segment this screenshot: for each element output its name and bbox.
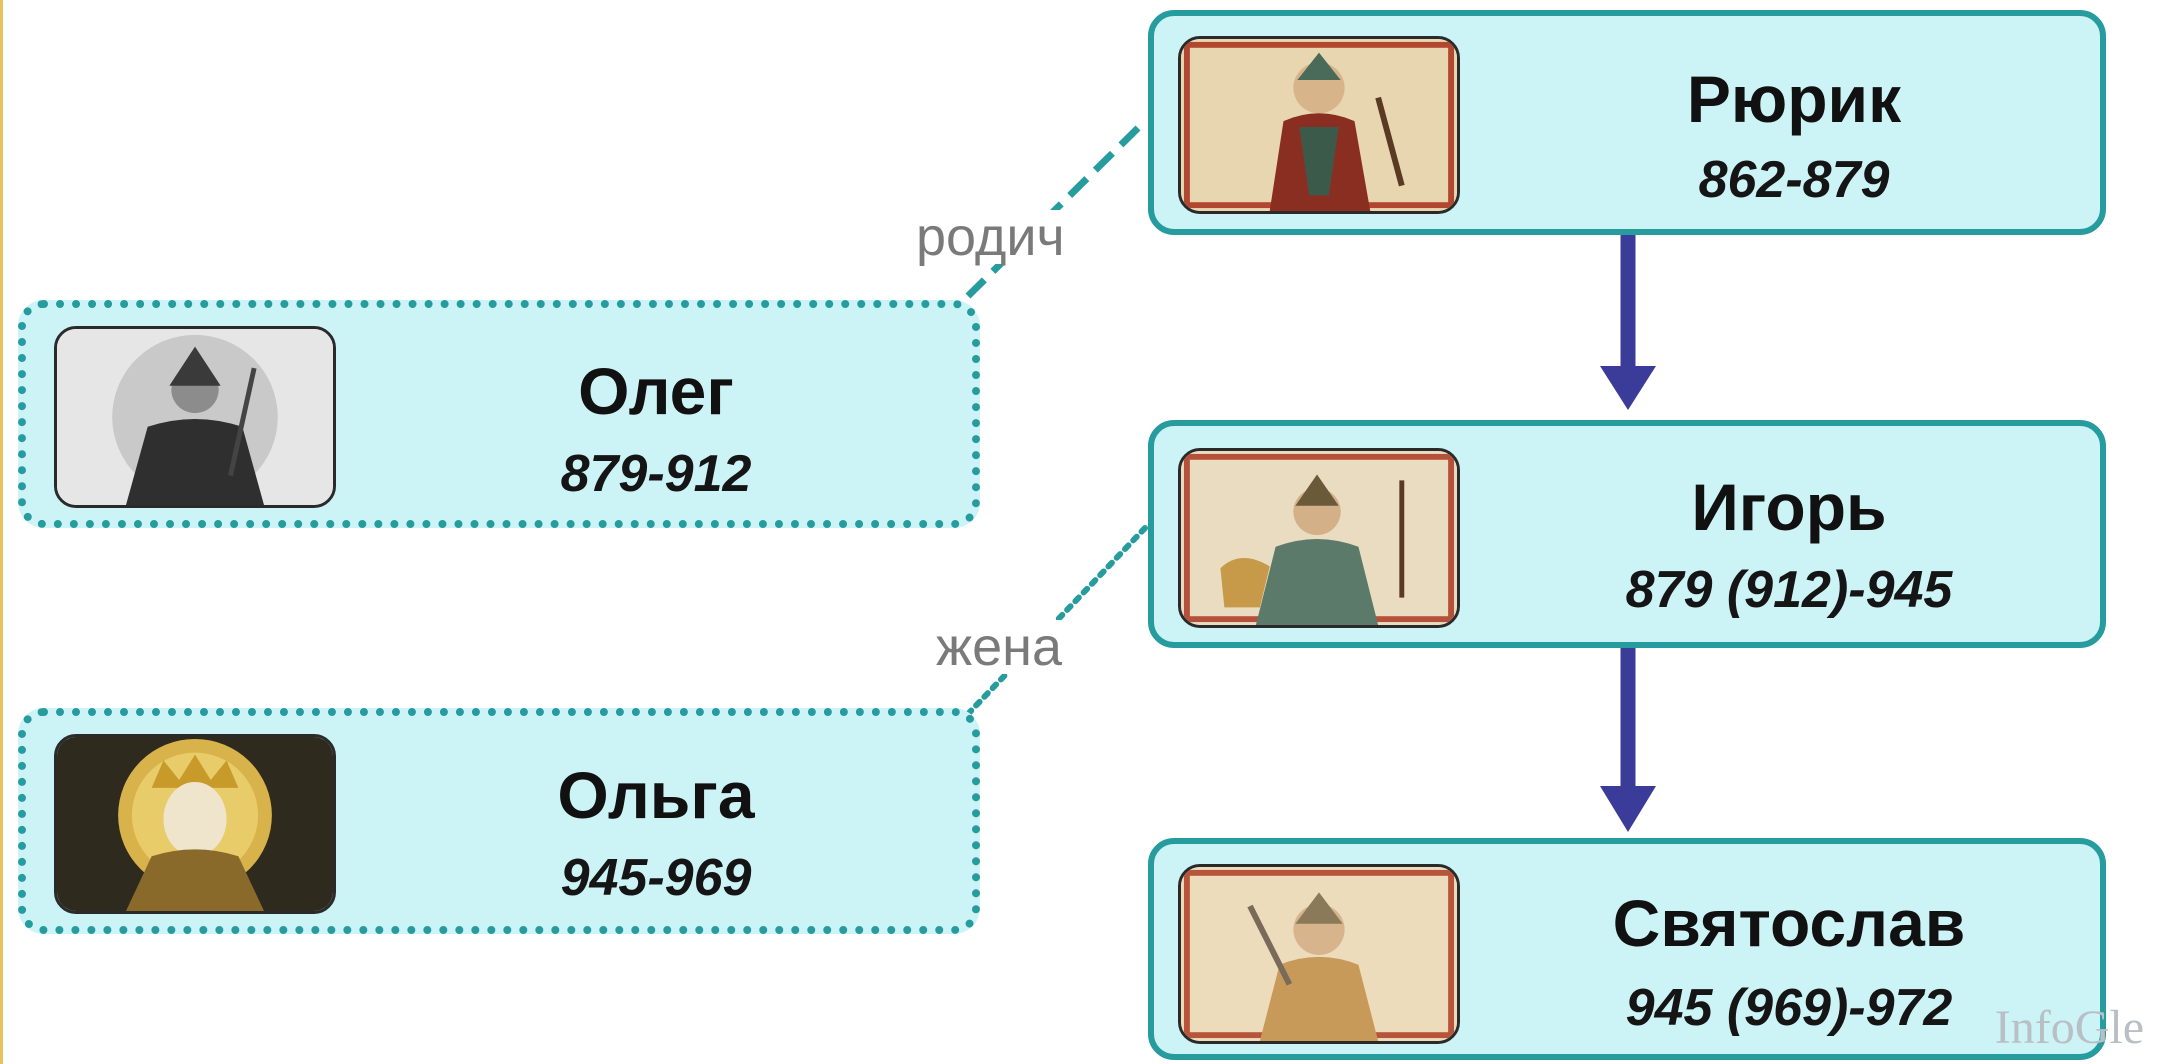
igor-portrait (1178, 448, 1460, 628)
ruler-card-oleg: Олег 879-912 (18, 300, 980, 528)
igor-name: Игорь (1691, 470, 1887, 544)
olga-igor-link (965, 525, 1148, 717)
oleg-years: 879-912 (560, 445, 752, 503)
oleg-name: Олег (578, 354, 734, 428)
rurik-igor-arrow (1600, 235, 1656, 410)
relation-label-rodich: родич (912, 210, 1069, 264)
svyatoslav-portrait (1178, 864, 1460, 1044)
ruler-card-igor: Игорь 879 (912)-945 (1148, 420, 2106, 648)
igor-svyatoslav-arrow (1600, 648, 1656, 832)
oleg-portrait (54, 326, 336, 508)
olga-years: 945-969 (560, 849, 752, 907)
svyatoslav-name: Святослав (1612, 886, 1966, 960)
relation-label-zhena: жена (932, 620, 1067, 674)
olga-name: Ольга (557, 758, 755, 832)
ruler-card-olga: Ольга 945-969 (18, 708, 980, 934)
ruler-card-svyatoslav: Святослав 945 (969)-972 (1148, 838, 2106, 1060)
rurik-name: Рюрик (1686, 62, 1902, 136)
left-edge-strip (0, 0, 3, 1064)
olga-portrait (54, 734, 336, 914)
rurik-portrait (1178, 36, 1460, 214)
ruler-card-rurik: Рюрик 862-879 (1148, 10, 2106, 235)
watermark-logo: InfoGle (1994, 1001, 2144, 1054)
rurik-years: 862-879 (1698, 151, 1890, 209)
igor-years: 879 (912)-945 (1625, 561, 1953, 619)
svyatoslav-years: 945 (969)-972 (1625, 979, 1953, 1037)
